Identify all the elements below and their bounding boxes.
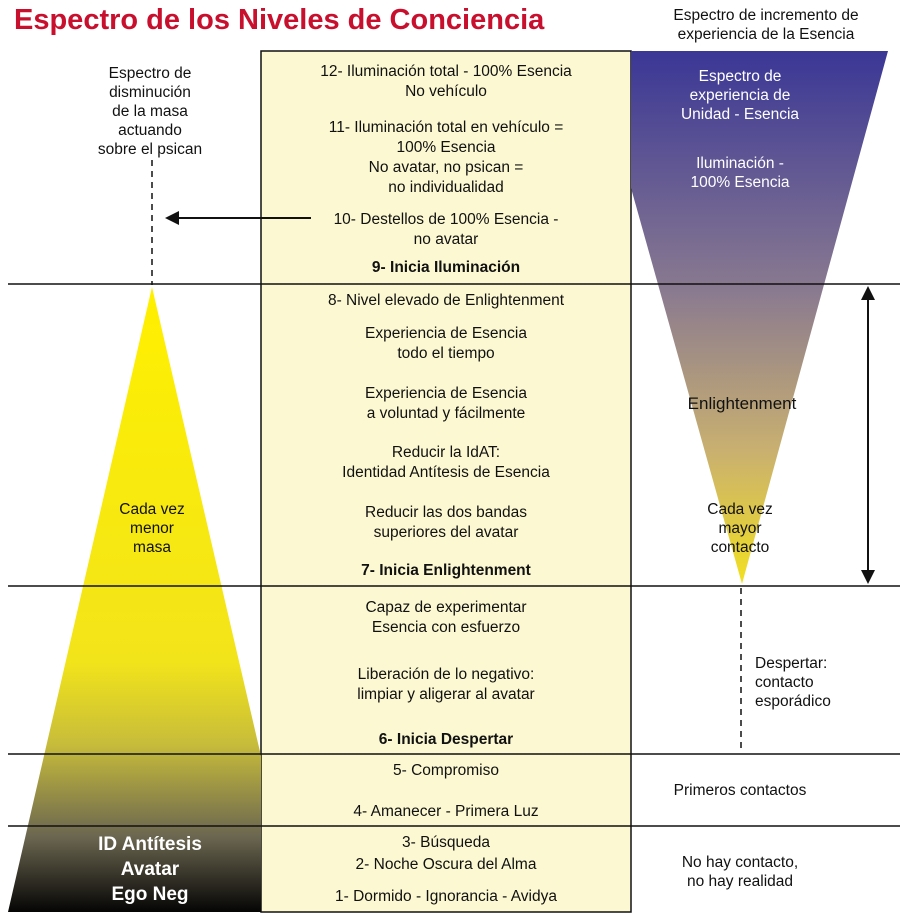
capable-experience: Capaz de experimentar Esencia con esfuer… — [365, 599, 527, 636]
level-1: 1- Dormido - Ignorancia - Avidya — [335, 888, 557, 905]
illumination-label: Iluminación - 100% Esencia — [690, 155, 790, 191]
less-mass-label: Cada vez menor masa — [119, 501, 185, 556]
level-4: 4- Amanecer - Primera Luz — [353, 803, 539, 820]
center-panel — [260, 50, 632, 913]
essence-experience-always: Experiencia de Esencia todo el tiempo — [365, 325, 527, 362]
left-column-header: Espectro de disminución de la masa actua… — [97, 65, 203, 158]
first-contacts-note: Primeros contactos — [673, 782, 807, 799]
enlightenment-label: Enlightenment — [687, 394, 797, 413]
level10-arrow-head — [165, 211, 179, 225]
right-column-header: Espectro de incremento de experiencia de… — [673, 7, 859, 43]
level-3: 3- Búsqueda — [402, 834, 490, 851]
reduce-idat: Reducir la IdAT: Identidad Antítesis de … — [342, 444, 550, 481]
level-8: 8- Nivel elevado de Enlightenment — [327, 292, 565, 309]
level-2: 2- Noche Oscura del Alma — [355, 856, 537, 873]
enlightenment-arrow-top — [861, 286, 875, 300]
level-7: 7- Inicia Enlightenment — [361, 562, 531, 579]
level-12: 12- Iluminación total - 100% Esencia No … — [320, 63, 572, 100]
enlightenment-arrow-bottom — [861, 570, 875, 584]
essence-experience-will: Experiencia de Esencia a voluntad y fáci… — [365, 385, 527, 422]
level-10: 10- Destellos de 100% Esencia - no avata… — [333, 211, 559, 248]
left-triangle — [8, 287, 261, 912]
level-9: 9- Inicia Iluminación — [371, 259, 521, 276]
no-contact-note: No hay contacto, no hay realidad — [681, 854, 799, 890]
negative-release: Liberación de lo negativo: limpiar y ali… — [357, 666, 535, 703]
awakening-note: Despertar: contacto esporádico — [755, 655, 831, 710]
antithesis-avatar-ego-label: ID Antítesis Avatar Ego Neg — [98, 834, 202, 905]
right-inverted-triangle — [631, 51, 888, 584]
page-title: Espectro de los Niveles de Conciencia — [14, 4, 545, 36]
more-contact-label: Cada vez mayor contacto — [707, 501, 773, 556]
level-11: 11- Iluminación total en vehículo = 100%… — [328, 119, 564, 196]
unity-spectrum-label: Espectro de experiencia de Unidad - Esen… — [680, 68, 800, 123]
level-6: 6- Inicia Despertar — [378, 731, 514, 748]
reduce-bands: Reducir las dos bandas superiores del av… — [365, 504, 527, 541]
level-5: 5- Compromiso — [393, 762, 499, 779]
